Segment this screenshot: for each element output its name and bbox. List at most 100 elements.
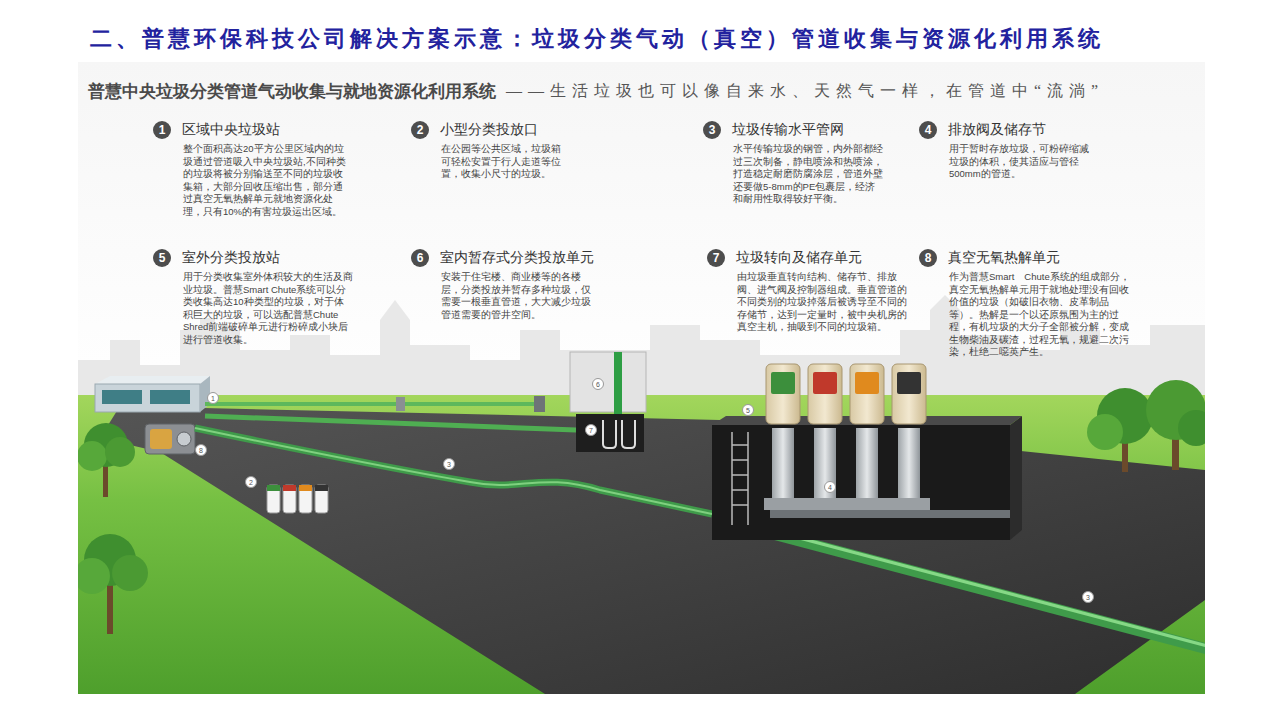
callout-number: 8 (195, 444, 207, 456)
bin (892, 364, 926, 424)
bin-label (855, 372, 879, 394)
ladder-rung (732, 474, 748, 476)
number-badge: 4 (919, 121, 937, 139)
item-description: 安装于住宅楼、商业楼等的各楼层，分类投放并暂存多种垃圾，仅需要一根垂直管道，大大… (441, 271, 591, 321)
number-badge: 8 (919, 249, 937, 267)
storage-unit (712, 425, 1010, 540)
item-description: 水平传输垃圾的钢管，内外部都经过三次制备，静电喷涂和热喷涂，打造稳定耐磨防腐涂层… (733, 143, 883, 206)
ladder-rung (732, 504, 748, 506)
item-description: 用于分类收集室外体积较大的生活及商业垃圾。普慧Smart Chute系统可以分类… (183, 271, 353, 346)
number-badge: 7 (707, 249, 725, 267)
tree-canopy (78, 558, 110, 594)
station-window (102, 390, 142, 404)
node-text: 3 (709, 124, 716, 136)
node-text: 5 (746, 407, 750, 414)
tree-canopy (1178, 410, 1205, 446)
number-badge: 3 (703, 121, 721, 139)
number-badge: 5 (153, 249, 171, 267)
valve (396, 397, 405, 411)
bin (283, 485, 296, 513)
grass (78, 395, 1205, 694)
sorting-bins (766, 364, 926, 424)
callout-number: 3 (443, 458, 455, 470)
item-description: 在公园等公共区域，垃圾箱可轻松安置于行人走道等位置，收集小尺寸的垃圾。 (441, 143, 566, 181)
bin-band (315, 485, 328, 491)
node-text: 8 (925, 252, 932, 264)
node-text: 7 (589, 427, 593, 434)
indoor-unit (570, 352, 646, 412)
bin (315, 485, 328, 513)
small-bins (267, 485, 328, 513)
number-badge: 2 (411, 121, 429, 139)
node-text: 3 (1086, 594, 1090, 601)
storage-side (1010, 416, 1022, 540)
callout-number: 3 (1082, 591, 1094, 603)
storage-tube (898, 428, 920, 498)
tree (78, 534, 148, 634)
item-heading: 室外分类投放站 (182, 249, 280, 267)
item-heading: 垃圾传输水平管网 (732, 121, 844, 139)
ladder-rail (731, 432, 733, 525)
bin-band (299, 485, 312, 491)
node-text: 8 (199, 447, 203, 454)
node-text: 5 (159, 252, 166, 264)
number-badge: 1 (153, 121, 171, 139)
bin (267, 485, 280, 513)
tree (78, 423, 135, 497)
number-badge: 6 (411, 249, 429, 267)
tree-canopy (105, 437, 135, 467)
page-title: 二、普慧环保科技公司解决方案示意：垃圾分类气动（真空）管道收集与资源化利用系统 (90, 24, 1104, 54)
ladder (732, 432, 748, 525)
building-roof (95, 376, 210, 384)
callout-number: 1 (207, 392, 219, 404)
node-text: 7 (713, 252, 720, 264)
pyrolysis-chamber (150, 429, 172, 449)
item-heading: 区域中央垃圾站 (182, 121, 280, 139)
item-heading: 排放阀及储存节 (948, 121, 1046, 139)
road (100, 406, 1205, 694)
bin-label (813, 372, 837, 394)
panel-subtitle: ——生活垃圾也可以像自来水、天然气一样，在管道中“流淌” (506, 81, 1104, 102)
pipe (205, 402, 545, 406)
storage-tube (856, 428, 878, 498)
bin-label (771, 372, 795, 394)
tree (1146, 380, 1205, 470)
panel-heading: 普慧中央垃圾分类管道气动收集与就地资源化利用系统 (88, 80, 496, 103)
node-text: 2 (417, 124, 424, 136)
bin-band (283, 485, 296, 491)
node-text: 1 (211, 395, 215, 402)
item-description: 整个面积高达20平方公里区域内的垃圾通过管道吸入中央垃圾站,不同种类的垃圾将被分… (183, 143, 348, 218)
diverter-box (576, 414, 644, 452)
callout-number: 4 (824, 481, 836, 493)
item-description: 用于暂时存放垃圾，可粉碎缩减垃圾的体积，使其适应与管径500mm的管道。 (949, 143, 1089, 181)
pyrolysis-drum (177, 432, 191, 446)
bin (850, 364, 884, 424)
bin (808, 364, 842, 424)
node-text: 6 (417, 252, 424, 264)
item-description: 作为普慧Smart Chute系统的组成部分，真空无氧热解单元用于就地处理没有回… (949, 271, 1137, 359)
item-heading: 垃圾转向及储存单元 (736, 249, 862, 267)
bin (766, 364, 800, 424)
ladder-rail (747, 432, 749, 525)
callout-number: 7 (585, 424, 597, 436)
ladder-rung (732, 459, 748, 461)
pipe (205, 416, 576, 430)
collector-pipe (770, 510, 1010, 518)
central-station (95, 384, 200, 412)
node-text: 6 (596, 381, 600, 388)
tree-canopy (112, 555, 148, 591)
node-text: 4 (828, 484, 832, 491)
discharge-valves (764, 498, 930, 510)
item-heading: 室内暂存式分类投放单元 (440, 249, 594, 267)
pyrolysis-unit (145, 424, 195, 454)
item-heading: 真空无氧热解单元 (948, 249, 1060, 267)
callout-number: 6 (592, 378, 604, 390)
node-text: 2 (249, 479, 253, 486)
item-description: 由垃圾垂直转向结构、储存节、排放阀、进气阀及控制器组成。垂直管道的不同类别的垃圾… (737, 271, 909, 334)
ladder-rung (732, 489, 748, 491)
callout-number: 2 (245, 476, 257, 488)
node-text: 3 (447, 461, 451, 468)
diverter-coils (603, 420, 635, 448)
